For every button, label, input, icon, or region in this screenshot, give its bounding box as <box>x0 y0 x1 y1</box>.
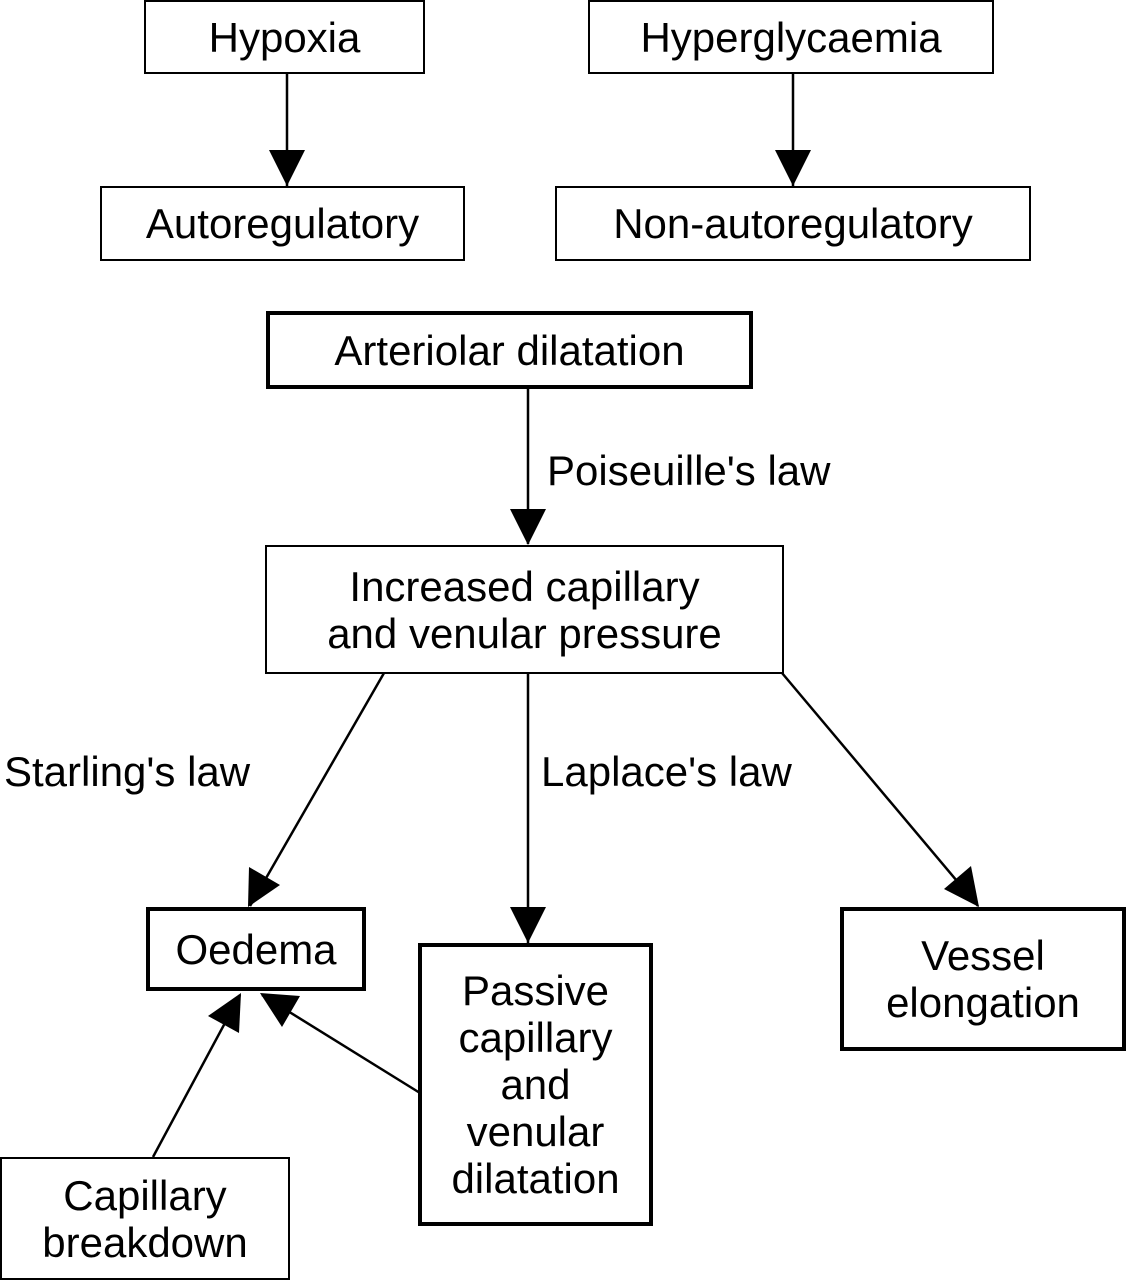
starling-law-label: Starling's law <box>4 748 251 795</box>
capillary-breakdown-label: Capillary breakdown <box>42 1171 248 1266</box>
oedema-label: Oedema <box>175 925 337 973</box>
hypoxia-box: Hypoxia <box>144 0 425 74</box>
arrowhead-increased-pressure <box>510 509 546 545</box>
arrowhead-passive-dilatation <box>510 907 546 943</box>
autoregulatory-box: Autoregulatory <box>100 186 465 261</box>
increased-pressure-box: Increased capillary and venular pressure <box>265 545 784 674</box>
non-autoregulatory-label: Non-autoregulatory <box>613 200 973 247</box>
laplace-law-label: Laplace's law <box>541 748 792 795</box>
arteriolar-dilatation-label: Arteriolar dilatation <box>334 326 685 374</box>
arrow-pressure-to-oedema <box>248 672 386 907</box>
arrow-pressure-to-vessel-elongation <box>781 672 979 907</box>
arrowhead-oedema-from-passive <box>260 993 300 1027</box>
hypoxia-label: Hypoxia <box>208 13 361 61</box>
passive-dilatation-label: Passive capillary and venular dilatation <box>451 967 620 1202</box>
hyperglycaemia-box: Hyperglycaemia <box>588 0 994 74</box>
hyperglycaemia-label: Hyperglycaemia <box>640 13 942 61</box>
vessel-elongation-label: Vessel elongation <box>886 932 1080 1026</box>
increased-pressure-label: Increased capillary and venular pressure <box>327 562 722 657</box>
arrowhead-autoregulatory <box>269 150 305 186</box>
arteriolar-dilatation-box: Arteriolar dilatation <box>266 311 753 389</box>
passive-dilatation-box: Passive capillary and venular dilatation <box>418 943 653 1226</box>
arrowhead-oedema-from-breakdown <box>208 993 241 1033</box>
capillary-breakdown-box: Capillary breakdown <box>0 1157 290 1280</box>
arrowhead-non-autoregulatory <box>775 150 811 186</box>
arrowhead-vessel-elongation <box>944 866 979 907</box>
poiseuille-law-label: Poiseuille's law <box>547 447 831 494</box>
non-autoregulatory-box: Non-autoregulatory <box>555 186 1031 261</box>
arrowhead-oedema-from-pressure <box>248 867 280 907</box>
autoregulatory-label: Autoregulatory <box>145 200 420 247</box>
vessel-elongation-box: Vessel elongation <box>840 907 1126 1051</box>
oedema-box: Oedema <box>146 907 366 991</box>
